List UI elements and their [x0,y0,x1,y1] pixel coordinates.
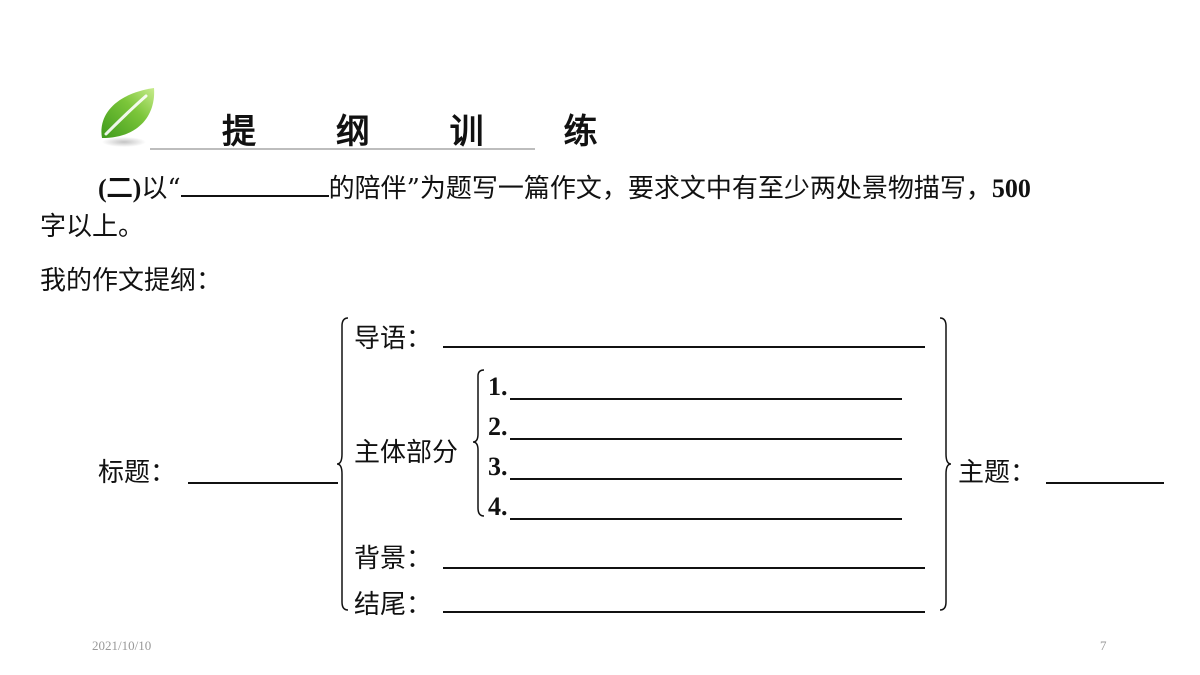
leaf-icon [101,88,155,147]
section-title: 提 纲 训 练 [222,112,632,152]
body-item-3-blank[interactable] [510,478,902,480]
body-item-4: 4. [488,492,508,521]
background-blank[interactable] [443,567,925,569]
body-label: 主体部分 [354,438,459,468]
word-count: 500 [991,174,1031,203]
prompt-text-1: 以“ [141,174,181,204]
body-brace [472,369,485,517]
prompt-text-2: 的陪伴”为题写一篇作文，要求文中有至少两处景物描写， [328,174,992,204]
title-label: 标题： [98,458,177,488]
body-item-2-blank[interactable] [510,438,902,440]
theme-label: 主题： [958,458,1037,488]
prompt-line-1: (二)以“ 的陪伴”为题写一篇作文，要求文中有至少两处景物描写，500 [98,168,1031,205]
prompt-line-2: 字以上。 [40,212,145,242]
intro-label: 导语： [354,324,433,354]
body-item-4-blank[interactable] [510,518,902,520]
body-item-1-blank[interactable] [510,398,902,400]
body-item-2: 2. [488,412,508,441]
theme-blank[interactable] [1046,482,1164,484]
body-item-3: 3. [488,452,508,481]
page-number: 7 [1100,638,1107,653]
footer-date: 2021/10/10 [92,638,152,653]
topic-blank[interactable] [180,171,329,197]
outline-heading: 我的作文提纲： [40,266,223,296]
background-label: 背景： [354,544,433,574]
right-brace [939,317,952,611]
title-blank[interactable] [188,482,338,484]
left-brace [336,317,349,611]
intro-blank[interactable] [443,346,925,348]
prompt-label: (二) [98,174,142,203]
title-underline [150,148,535,150]
ending-blank[interactable] [443,611,925,613]
ending-label: 结尾： [354,590,433,620]
body-item-1: 1. [488,372,508,401]
